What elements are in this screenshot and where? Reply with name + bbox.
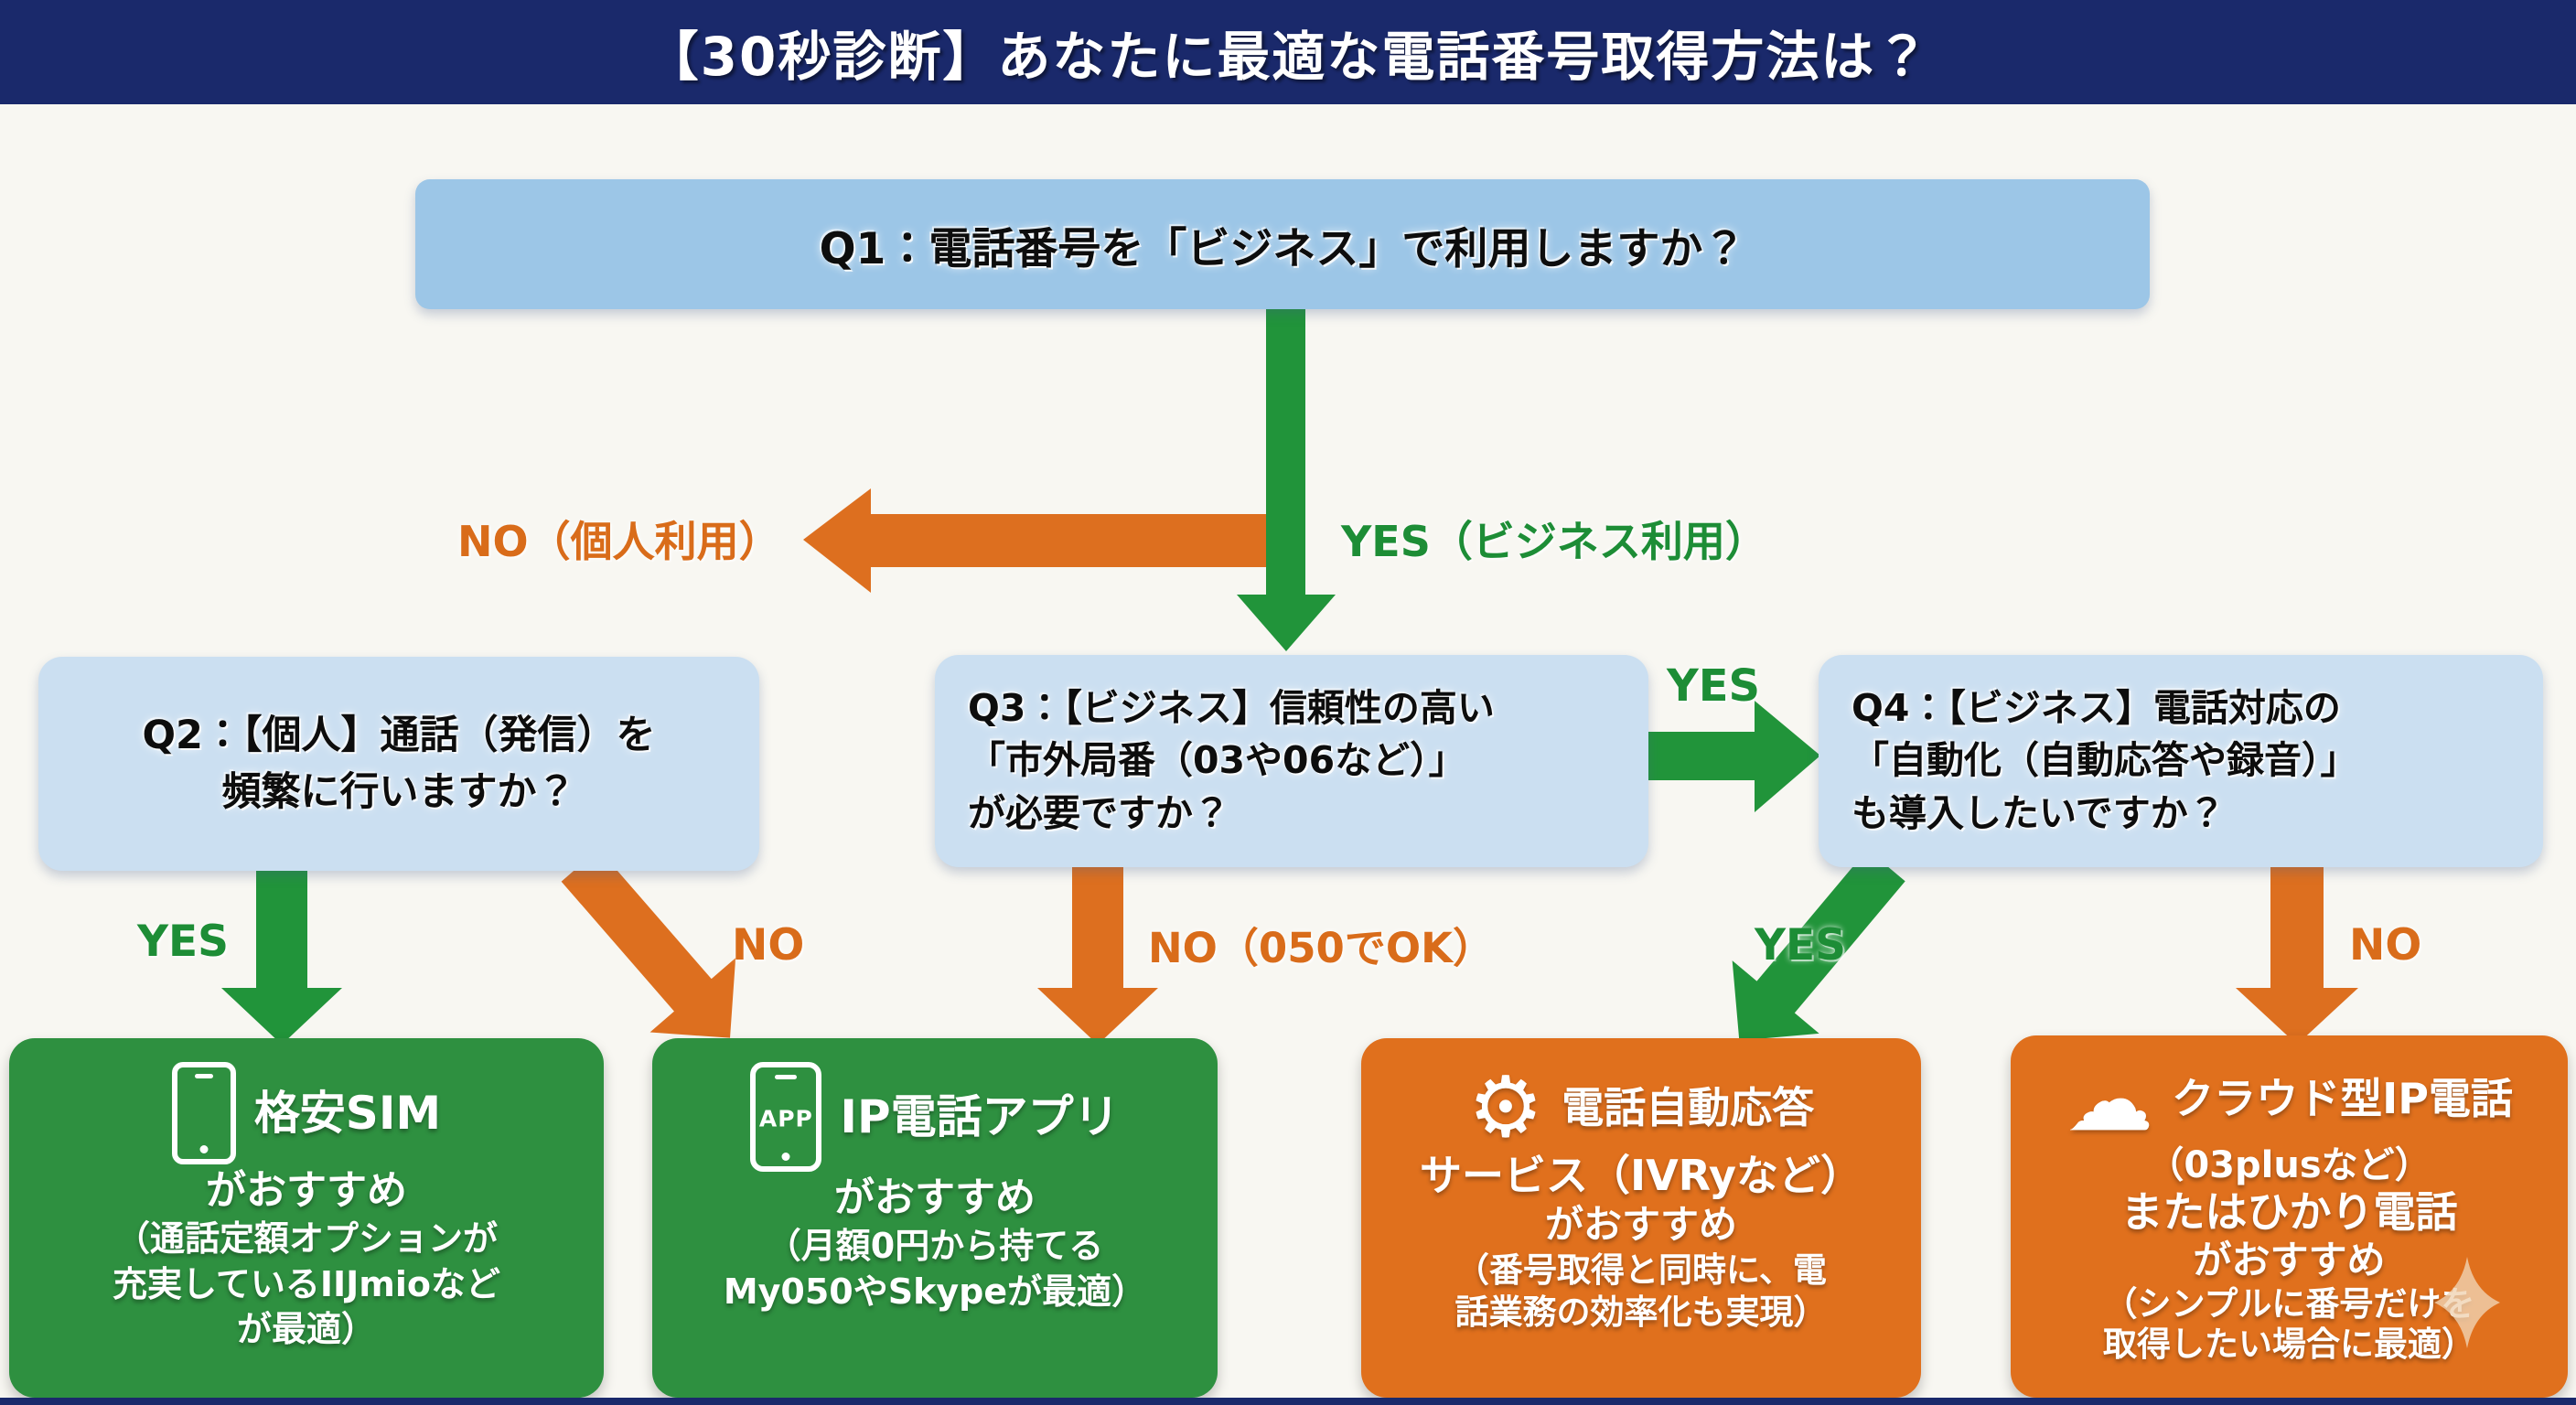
result4-title1: クラウド型IP電話 [2172, 1074, 2513, 1124]
arrow-q4-no-down [2236, 867, 2358, 1045]
result-box-cloud-ip-phone: ☁ クラウド型IP電話 （03plusなど） またはひかり電話 がおすすめ （シ… [2011, 1035, 2568, 1398]
cloud-icon: ☁ [2066, 1048, 2154, 1151]
question-q4-line1: Q4：【ビジネス】電話対応の [1852, 685, 2341, 730]
result4-note1: （シンプルに番号だけを [2103, 1283, 2475, 1324]
arrow-q1-no-left [803, 488, 1292, 593]
result1-title: 格安SIM [253, 1087, 442, 1140]
result-box-ivr-service: ⚙ 電話自動応答 サービス（IVRyなど） がおすすめ （番号取得と同時に、電 … [1361, 1038, 1921, 1398]
page-title: 【30秒診断】あなたに最適な電話番号取得方法は？ [645, 26, 1931, 88]
question-box-q3: Q3：【ビジネス】信頼性の高い 「市外局番（03や06など）」 が必要ですか？ [935, 655, 1648, 867]
question-q2-line2: 頻繁に行いますか？ [221, 769, 576, 815]
result2-title-row: APP IP電話アプリ [750, 1062, 1120, 1172]
question-q3-line3: が必要ですか？ [968, 790, 1230, 835]
arrow-q3-yes-right [1648, 701, 1820, 812]
label-q2-no: NO [732, 920, 805, 971]
question-q1-text: Q1：電話番号を「ビジネス」で利用しますか？ [819, 223, 1746, 274]
arrow-q3-no-down [1037, 867, 1158, 1045]
gear-icon: ⚙ [1467, 1058, 1544, 1156]
label-q2-yes: YES [137, 917, 229, 967]
bottom-border [0, 1398, 2576, 1405]
result4-mid: （03plusなど） [2147, 1144, 2431, 1186]
label-q3-no: NO（050でOK） [1148, 924, 1494, 972]
label-q4-no: NO [2349, 920, 2422, 971]
question-q3-line2: 「市外局番（03や06など）」 [968, 738, 1466, 783]
result3-note2: 話業務の効率化も実現） [1454, 1292, 1828, 1333]
result-box-kakuyasu-sim: 格安SIM がおすすめ （通話定額オプションが 充実しているIIJmioなど が… [9, 1038, 604, 1398]
result1-sub: がおすすめ [206, 1167, 407, 1214]
label-q1-yes: YES（ビジネス利用） [1341, 517, 1767, 566]
arrow-q2-yes-down [221, 871, 342, 1045]
smartphone-icon [171, 1062, 236, 1164]
result2-title: IP電話アプリ [840, 1090, 1120, 1143]
result3-note1: （番号取得と同時に、電 [1455, 1249, 1827, 1290]
label-q3-yes: YES [1667, 660, 1761, 712]
result1-note1: （通話定額オプションが [114, 1218, 498, 1260]
result1-note3: が最適） [236, 1308, 376, 1349]
question-box-q1: Q1：電話番号を「ビジネス」で利用しますか？ [415, 179, 2150, 309]
result4-title2: またはひかり電話 [2120, 1187, 2458, 1237]
question-box-q4: Q4：【ビジネス】電話対応の 「自動化（自動応答や録音）」 も導入したいですか？ [1819, 655, 2543, 867]
result1-title-row: 格安SIM [171, 1062, 442, 1164]
arrow-q1-yes-down [1237, 306, 1336, 651]
result3-title1: 電話自動応答 [1562, 1082, 1815, 1132]
app-icon-label: APP [758, 1105, 813, 1132]
result3-title2: サービス（IVRyなど） [1419, 1151, 1863, 1200]
app-phone-icon: APP [750, 1062, 822, 1172]
header-bar: 【30秒診断】あなたに最適な電話番号取得方法は？ [0, 0, 2576, 104]
question-q3-line1: Q3：【ビジネス】信頼性の高い [968, 685, 1495, 730]
result4-note2: 取得したい場合に最適） [2103, 1324, 2475, 1364]
question-q4-line2: 「自動化（自動応答や録音）」 [1852, 738, 2358, 783]
result2-note2: My050やSkypeが最適） [723, 1271, 1147, 1312]
label-q1-no: NO（個人利用） [457, 517, 781, 566]
result-box-ip-phone-app: APP IP電話アプリ がおすすめ （月額0円から持てる My050やSkype… [652, 1038, 1218, 1398]
result1-note2: 充実しているIIJmioなど [112, 1263, 500, 1304]
question-q2-line1: Q2：【個人】通話（発信）を [142, 712, 656, 758]
result4-sub: がおすすめ [2193, 1238, 2386, 1283]
result2-note1: （月額0円から持てる [766, 1226, 1104, 1267]
result3-sub: がおすすめ [1544, 1202, 1737, 1248]
result3-title-row: ⚙ 電話自動応答 [1468, 1066, 1814, 1150]
question-box-q2: Q2：【個人】通話（発信）を 頻繁に行いますか？ [38, 657, 759, 871]
label-q4-yes: YES [1755, 920, 1846, 971]
result2-sub: がおすすめ [834, 1174, 1036, 1221]
question-q4-line3: も導入したいですか？ [1852, 790, 2226, 835]
result4-title-row: ☁ クラウド型IP電話 [2066, 1056, 2513, 1143]
